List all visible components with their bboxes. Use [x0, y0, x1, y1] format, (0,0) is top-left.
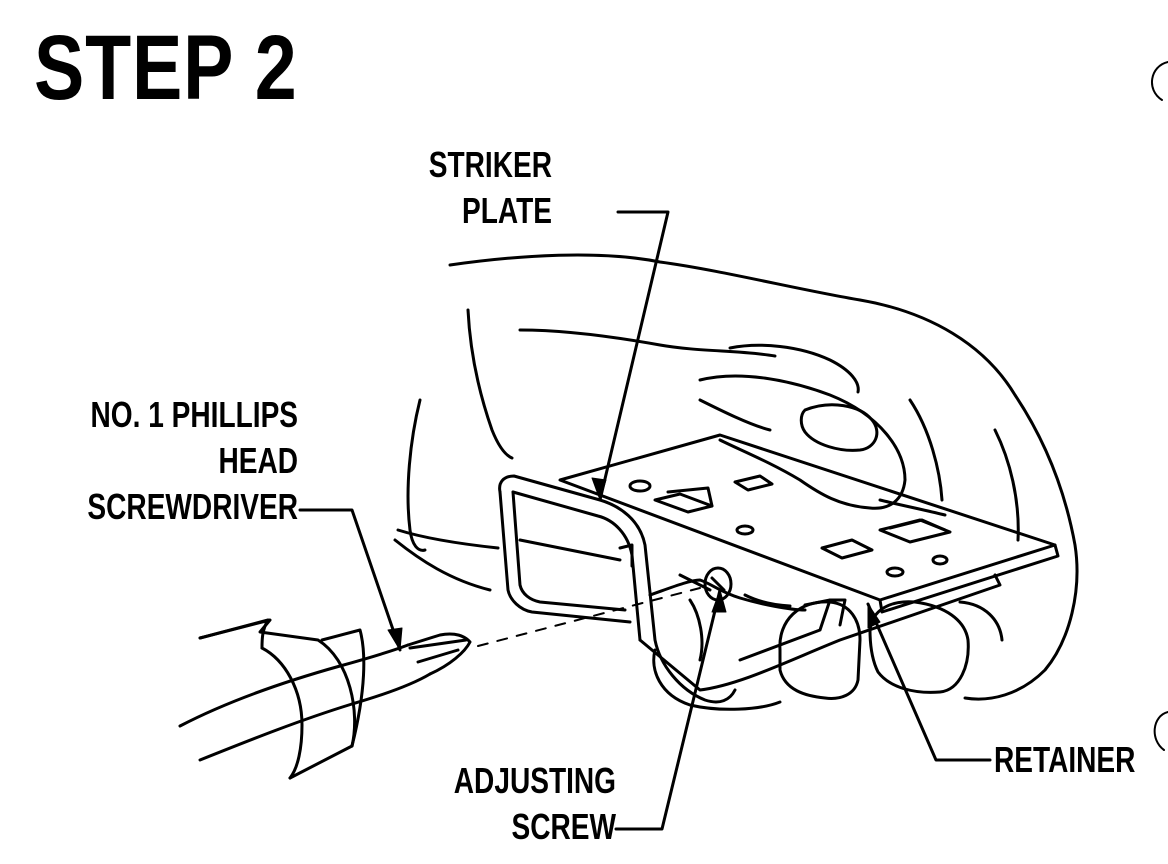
striker-plate-label-line-2: PLATE: [462, 190, 552, 231]
leader-lines: [298, 210, 992, 831]
screwdriver-label-line-3: SCREWDRIVER: [87, 486, 298, 527]
striker-plate-label: STRIKER PLATE: [429, 142, 552, 234]
adjusting-screw-label: ADJUSTING SCREW: [454, 758, 616, 850]
step-title: STEP 2: [34, 17, 298, 119]
screwdriver-label-line-2: HEAD: [218, 440, 298, 481]
striker-plate-label-line-1: STRIKER: [428, 144, 552, 185]
screwdriver-drawing: [178, 587, 701, 780]
hand-drawing: [393, 253, 1079, 711]
adjusting-screw-label-line-1: ADJUSTING: [453, 760, 616, 801]
screwdriver-label-line-1: NO. 1 PHILLIPS: [90, 394, 299, 435]
adjusting-screw-label-line-2: SCREW: [511, 806, 616, 847]
retainer-label: RETAINER: [994, 739, 1136, 780]
screwdriver-label: NO. 1 PHILLIPS HEAD SCREWDRIVER: [87, 392, 298, 530]
arrowheads: [387, 477, 881, 651]
binder-hole-marks: [1151, 61, 1168, 751]
